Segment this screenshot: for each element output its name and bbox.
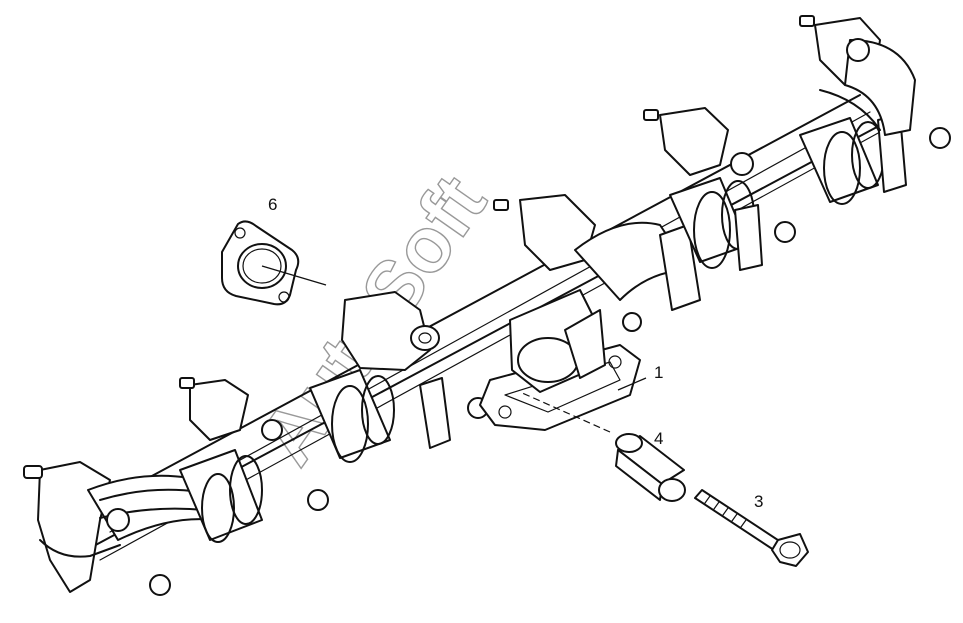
callouts: 6 1 4 3: [268, 195, 763, 511]
gasket: [221, 220, 300, 306]
callout-1: 1: [654, 363, 663, 382]
bolt: [694, 489, 809, 567]
exhaust-manifold: [23, 15, 951, 596]
spacer-sleeve: [615, 433, 686, 502]
callout-6: 6: [268, 195, 277, 214]
callout-4: 4: [654, 429, 663, 448]
leader-lines: [261, 265, 647, 433]
callout-3: 3: [754, 492, 763, 511]
